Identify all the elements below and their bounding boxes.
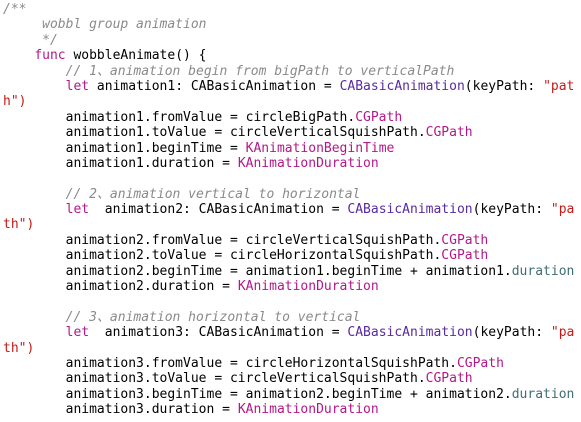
code-line: animation3.fromValue = circleHorizontalS… — [3, 356, 574, 371]
code-line: animation2.fromValue = circleVerticalSqu… — [3, 233, 574, 248]
code-constant: CGPath — [441, 232, 489, 248]
code-line: wobbl group animation — [3, 17, 574, 32]
code-line: /** — [3, 2, 574, 17]
code-line: animation3.duration = KAnimationDuration — [3, 402, 574, 417]
code-token: animation3.duration = — [3, 402, 238, 418]
code-type-name: CABasicAnimation — [339, 78, 465, 94]
code-comment: // 1、animation begin from bigPath to ver… — [3, 63, 455, 79]
code-constant: CGPath — [425, 371, 473, 387]
code-token — [3, 48, 34, 63]
code-token: animation2.toValue = circleHorizontalSqu… — [3, 248, 442, 264]
code-comment: */ — [3, 32, 58, 48]
code-line: // 2、animation vertical to horizontal — [3, 187, 574, 202]
code-string: th") — [3, 340, 35, 356]
code-token: animation3.beginTime = animation2.beginT… — [3, 386, 512, 402]
code-string: h") — [3, 94, 27, 110]
code-token — [3, 79, 66, 94]
code-keyword: let — [65, 325, 90, 341]
code-type-name: CABasicAnimation — [347, 325, 473, 341]
code-token: animation1.beginTime = — [3, 140, 246, 156]
code-line: let animation2: CABasicAnimation = CABas… — [3, 202, 575, 218]
code-token — [3, 202, 66, 217]
code-string: "pa — [550, 325, 575, 341]
code-comment: // 3、animation horizontal to vertical — [3, 309, 361, 325]
code-line: func wobbleAnimate() { — [3, 48, 574, 63]
code-line: */ — [3, 33, 574, 48]
code-token: animation2.fromValue = circleVerticalSqu… — [3, 232, 442, 248]
code-line: animation1.toValue = circleVerticalSquis… — [3, 125, 574, 140]
code-type-name: CABasicAnimation — [347, 202, 473, 218]
code-line: animation1.duration = KAnimationDuration — [3, 156, 574, 171]
code-constant: CGPath — [425, 125, 473, 141]
code-constant: CGPath — [355, 109, 403, 125]
code-comment: // 2、animation vertical to horizontal — [3, 186, 361, 202]
code-constant: KAnimationBeginTime — [245, 140, 395, 156]
code-line: animation2.beginTime = animation1.beginT… — [3, 263, 575, 279]
code-line: th") — [3, 341, 574, 356]
code-line: // 1、animation begin from bigPath to ver… — [3, 64, 574, 79]
code-token — [3, 325, 66, 340]
code-line: let animation1: CABasicAnimation = CABas… — [3, 78, 575, 94]
code-string: "pa — [550, 202, 575, 218]
code-string: th") — [3, 217, 35, 233]
code-constant: KAnimationDuration — [237, 402, 379, 418]
code-keyword: func — [34, 48, 66, 64]
code-token: animation1.toValue = circleVerticalSquis… — [3, 125, 426, 141]
code-constant: KAnimationDuration — [237, 279, 379, 295]
code-token: (keyPath: — [472, 202, 551, 218]
code-line: animation1.beginTime = KAnimationBeginTi… — [3, 141, 574, 156]
code-token: animation3.toValue = circleVerticalSquis… — [3, 371, 426, 387]
code-property: duration — [511, 386, 575, 402]
code-token: wobbleAnimate() { — [65, 48, 207, 64]
code-string: "pat — [543, 78, 575, 94]
code-comment: wobbl group animation — [3, 17, 207, 33]
code-token: animation3: CABasicAnimation = — [89, 325, 348, 341]
code-line: th") — [3, 217, 574, 232]
code-token: animation1.duration = — [3, 155, 238, 171]
code-line — [3, 294, 574, 309]
code-line: animation1.fromValue = circleBigPath.CGP… — [3, 110, 574, 125]
code-text-area[interactable]: /** wobbl group animation */ func wobble… — [3, 2, 574, 418]
code-line: animation2.toValue = circleHorizontalSqu… — [3, 248, 574, 263]
code-constant: KAnimationDuration — [237, 155, 379, 171]
code-constant: CGPath — [456, 355, 504, 371]
code-token: animation3.fromValue = circleHorizontalS… — [3, 355, 457, 371]
code-constant: CGPath — [441, 248, 489, 264]
code-token: animation2: CABasicAnimation = — [89, 202, 348, 218]
code-line: animation3.toValue = circleVerticalSquis… — [3, 371, 574, 386]
code-token: (keyPath: — [464, 78, 544, 94]
code-line: let animation3: CABasicAnimation = CABas… — [3, 325, 575, 341]
code-line — [3, 171, 574, 186]
code-token: animation2.beginTime = animation1.beginT… — [3, 263, 512, 279]
code-keyword: let — [65, 202, 90, 218]
code-token: animation1: CABasicAnimation = — [89, 78, 340, 94]
code-line: animation2.duration = KAnimationDuration — [3, 279, 574, 294]
code-line: animation3.beginTime = animation2.beginT… — [3, 386, 575, 402]
code-token: (keyPath: — [472, 325, 551, 341]
code-keyword: let — [65, 78, 90, 94]
code-line: // 3、animation horizontal to vertical — [3, 310, 574, 325]
code-comment: /** — [3, 2, 27, 17]
code-property: duration — [511, 263, 575, 279]
code-line: h") — [3, 94, 574, 109]
code-token: animation2.duration = — [3, 279, 238, 295]
code-token: animation1.fromValue = circleBigPath. — [3, 109, 356, 125]
